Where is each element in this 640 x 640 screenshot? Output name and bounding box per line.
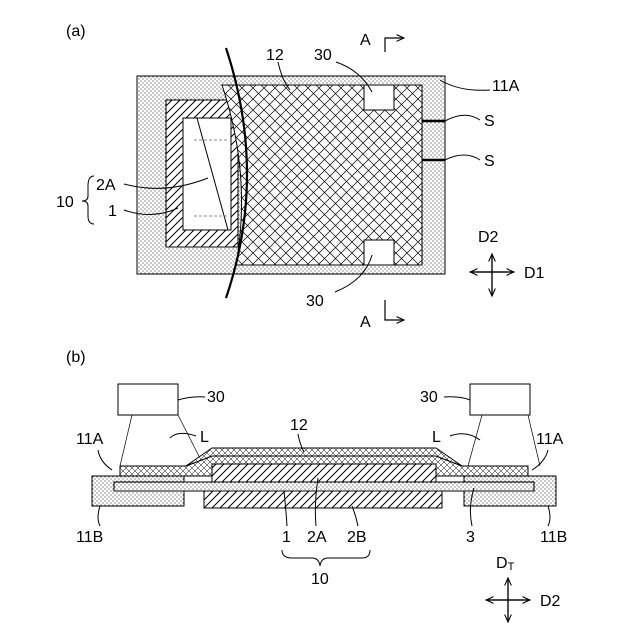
leader-11b-right [548, 506, 550, 526]
leader-s2 [445, 155, 480, 160]
label-3-b: 3 [466, 529, 475, 546]
section-a-top-label: A [360, 32, 371, 49]
label-12-a: 12 [266, 47, 284, 64]
label-10-a: 10 [56, 194, 74, 211]
section-a-bottom-label: A [360, 314, 371, 331]
leader-11a-right [532, 450, 548, 470]
direction-cross-a [470, 254, 514, 296]
section-mark-bottom [385, 300, 404, 320]
label-2a-a: 2A [96, 177, 116, 194]
label-11b-right-b: 11B [540, 529, 567, 546]
label-dt-sub: T [508, 561, 515, 573]
label-s2: S [484, 153, 495, 170]
label-l-left: L [200, 429, 209, 446]
sensor-30-right [470, 384, 530, 415]
brace-10-b [282, 550, 370, 566]
label-l-right: L [432, 429, 441, 446]
panel-b: (b) 30 30 12 L L 11A 11A [66, 349, 567, 622]
label-30-top-a: 30 [314, 47, 332, 64]
leader-s1 [445, 115, 480, 121]
label-dt-b: DT [496, 555, 515, 573]
label-2a-b: 2A [307, 529, 327, 546]
leader-11b-left [98, 506, 100, 526]
label-10-b: 10 [311, 571, 329, 588]
plate-1-b [114, 482, 534, 491]
section-mark-top [385, 38, 404, 52]
label-1-a: 1 [108, 203, 117, 220]
leader-2b-b [352, 506, 358, 526]
leader-30-left-b [178, 397, 205, 400]
label-d2-a: D2 [478, 229, 499, 246]
label-d1-a: D1 [524, 265, 545, 282]
leader-11a-left [98, 450, 112, 470]
label-s1: S [484, 113, 495, 130]
direction-cross-b [486, 578, 530, 622]
label-11b-left-b: 11B [76, 529, 103, 546]
panel-b-label: (b) [66, 349, 86, 366]
panel-a: (a) A A 12 30 11A S [56, 23, 545, 331]
label-30-left-b: 30 [207, 389, 225, 406]
sensor-30-bottom [364, 240, 394, 265]
panel-a-label: (a) [66, 23, 86, 40]
brace-10-a [82, 176, 94, 224]
light-cone-right [468, 415, 540, 466]
label-11a-right-b: 11A [536, 431, 564, 448]
sensor-30-top [364, 85, 394, 110]
leader-30-right-b [444, 397, 470, 400]
label-12-b: 12 [290, 417, 308, 434]
label-11a-a: 11A [492, 78, 520, 95]
label-30-bottom-a: 30 [306, 293, 324, 310]
sensor-30-left [118, 384, 178, 415]
element-2b-b [204, 491, 442, 508]
label-dt-main: D [496, 555, 508, 572]
element-2a-b [212, 464, 436, 482]
leader-11a [440, 80, 490, 90]
label-11a-left-b: 11A [76, 431, 104, 448]
label-2b-b: 2B [347, 529, 367, 546]
leader-l-left [170, 433, 196, 438]
light-cone-left [120, 415, 204, 466]
label-1-b: 1 [282, 529, 291, 546]
cover-12 [222, 85, 422, 265]
label-d2-b: D2 [540, 593, 561, 610]
label-30-right-b: 30 [420, 389, 438, 406]
